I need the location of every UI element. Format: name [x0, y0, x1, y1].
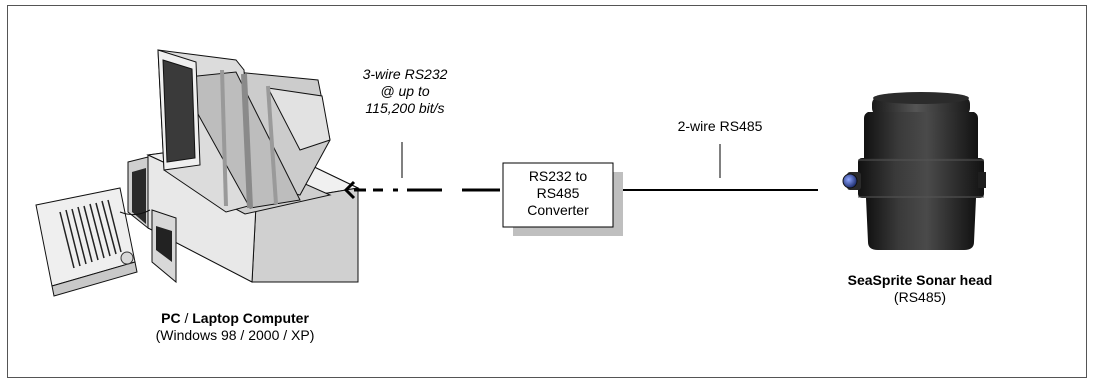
converter-label-line2: RS485 [503, 185, 613, 202]
rs232-label-line1: 3-wire RS232 [350, 66, 460, 83]
converter-label-line1: RS232 to [503, 168, 613, 185]
pc-caption: PC / Laptop Computer (Windows 98 / 2000 … [120, 310, 350, 344]
converter-label-line3: Converter [503, 202, 613, 219]
sonar-interface: (RS485) [810, 289, 1030, 306]
sonar-caption: SeaSprite Sonar head (RS485) [810, 272, 1030, 306]
sonar-title: SeaSprite Sonar head [810, 272, 1030, 289]
rs232-label: 3-wire RS232 @ up to 115,200 bit/s [350, 66, 460, 117]
sonar-head-icon [843, 92, 986, 250]
pc-os: (Windows 98 / 2000 / XP) [120, 327, 350, 344]
pc-title-part1: PC [161, 310, 180, 326]
pc-title-part2: Laptop Computer [192, 310, 309, 326]
rs232-label-line2: @ up to [350, 83, 460, 100]
rs485-label: 2-wire RS485 [660, 118, 780, 135]
pc-title-separator: / [184, 310, 188, 326]
computer-icon [128, 50, 358, 282]
rs232-label-line3: 115,200 bit/s [350, 100, 460, 117]
pc-title: PC / Laptop Computer [120, 310, 350, 327]
converter-label: RS232 to RS485 Converter [503, 168, 613, 219]
